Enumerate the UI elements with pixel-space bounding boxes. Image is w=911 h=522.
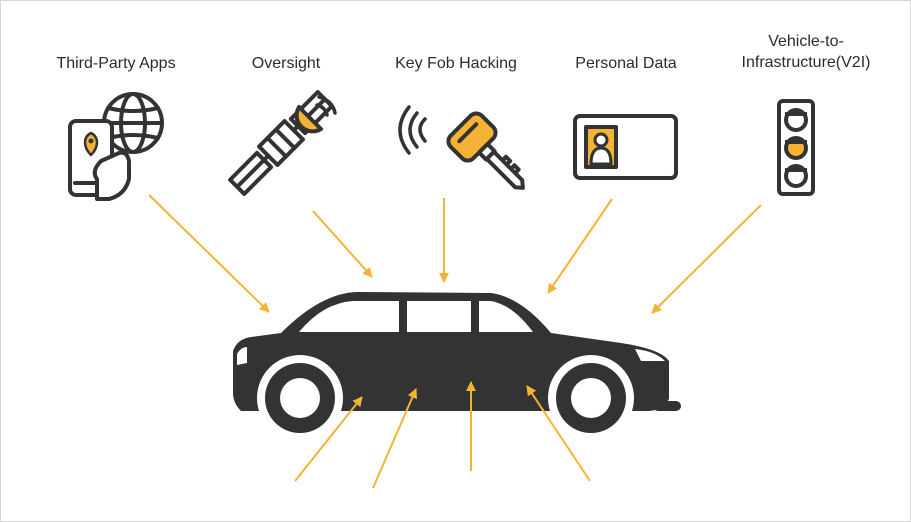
label-personal-data: Personal Data <box>575 55 677 72</box>
label-v2i-line2: Infrastructure(V2I) <box>741 54 871 71</box>
arrow-third-party-apps <box>148 194 270 313</box>
car-key-icon <box>398 105 525 190</box>
label-v2i-line1: Vehicle-to- <box>768 33 844 50</box>
arrows-top <box>148 194 762 314</box>
label-v2i: Vehicle-to- Infrastructure(V2I) <box>721 31 891 73</box>
arrow-v2i <box>651 204 762 314</box>
arrow-personal-data <box>547 198 613 294</box>
id-card-icon <box>573 114 678 180</box>
arrows-bottom <box>294 381 591 489</box>
label-third-party-apps: Third-Party Apps <box>56 55 176 72</box>
label-key-fob-hacking: Key Fob Hacking <box>395 55 517 72</box>
arrow-bottom-1 <box>294 396 363 482</box>
car-icon <box>233 292 681 441</box>
arrow-bottom-4 <box>526 385 591 482</box>
label-oversight: Oversight <box>251 55 321 72</box>
smartphone-globe-icon <box>68 92 164 201</box>
satellite-icon <box>228 90 337 196</box>
traffic-light-icon <box>777 99 815 196</box>
arrow-bottom-2 <box>372 388 418 489</box>
arrow-oversight <box>312 210 373 278</box>
